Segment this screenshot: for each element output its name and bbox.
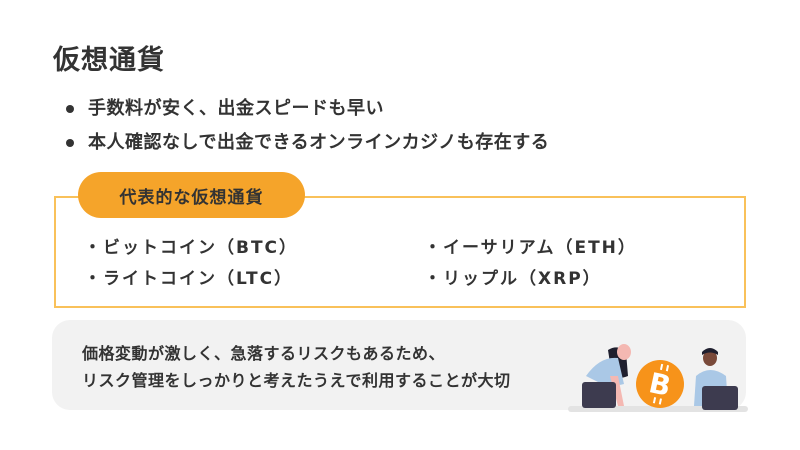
coin-item-xrp: ・リップル（XRP） xyxy=(424,269,602,289)
risk-note-text: 価格変動が激しく、急落するリスクもあるため、 リスク管理をしっかりと考えたうえで… xyxy=(82,340,511,394)
list-item: 手数料が安く、出金スピードも早い xyxy=(62,92,549,126)
list-item: 本人確認なしで出金できるオンラインカジノも存在する xyxy=(62,126,549,160)
bitcoin-icon: B xyxy=(636,360,684,408)
representative-coins-box xyxy=(54,196,746,308)
page-title: 仮想通貨 xyxy=(53,45,165,76)
coin-item-ltc: ・ライトコイン（LTC） xyxy=(84,269,294,289)
risk-line-1: 価格変動が激しく、急落するリスクもあるため、 xyxy=(82,344,446,363)
bullet-text: 手数料が安く、出金スピードも早い xyxy=(88,98,384,119)
risk-note-panel xyxy=(52,320,746,410)
coin-item-eth: ・イーサリアム（ETH） xyxy=(424,238,637,258)
woman-figure-icon xyxy=(582,344,631,408)
bullet-text: 本人確認なしで出金できるオンラインカジノも存在する xyxy=(88,132,550,153)
risk-line-2: リスク管理をしっかりと考えたうえで利用することが大切 xyxy=(82,371,511,390)
laptop-icon xyxy=(702,386,738,410)
representative-coins-label: 代表的な仮想通貨 xyxy=(78,172,305,218)
man-figure-icon xyxy=(694,348,738,410)
laptop-icon xyxy=(582,382,616,408)
bullet-icon xyxy=(66,105,74,113)
bullet-icon xyxy=(66,139,74,147)
feature-list: 手数料が安く、出金スピードも早い 本人確認なしで出金できるオンラインカジノも存在… xyxy=(62,92,549,160)
people-bitcoin-illustration: B xyxy=(568,344,748,412)
coin-item-btc: ・ビットコイン（BTC） xyxy=(84,238,299,258)
